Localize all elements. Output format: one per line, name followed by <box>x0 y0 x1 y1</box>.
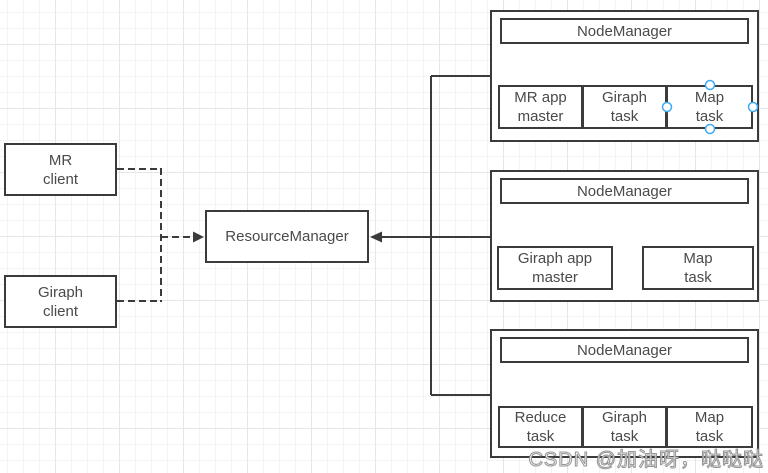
giraph-client-node[interactable]: Giraph client <box>4 275 117 328</box>
arrowhead-into-rm-right <box>370 231 382 243</box>
resource-manager-node[interactable]: ResourceManager <box>205 210 369 263</box>
clients-to-rm-dashed-connector[interactable] <box>117 168 194 302</box>
nm2-giraph-app-master-node[interactable]: Giraph app master <box>497 246 613 290</box>
node-manager-3-title[interactable]: NodeManager <box>500 337 749 363</box>
nm1-giraph-task-node[interactable]: Giraph task <box>582 85 667 129</box>
nm3-reduce-task-node[interactable]: Reduce task <box>498 406 583 448</box>
arrowhead-into-rm-left <box>193 231 204 243</box>
nm1-mr-app-master-node[interactable]: MR app master <box>498 85 583 129</box>
nm3-giraph-task-node[interactable]: Giraph task <box>582 406 667 448</box>
node-manager-1-title[interactable]: NodeManager <box>500 18 749 44</box>
nm2-map-task-node[interactable]: Map task <box>642 246 754 290</box>
node-manager-2-title[interactable]: NodeManager <box>500 178 749 204</box>
mr-client-node[interactable]: MR client <box>4 143 117 196</box>
nodemanagers-to-rm-connector[interactable] <box>382 75 490 396</box>
nm3-map-task-node[interactable]: Map task <box>666 406 753 448</box>
nm1-map-task-node[interactable]: Map task <box>666 85 753 129</box>
